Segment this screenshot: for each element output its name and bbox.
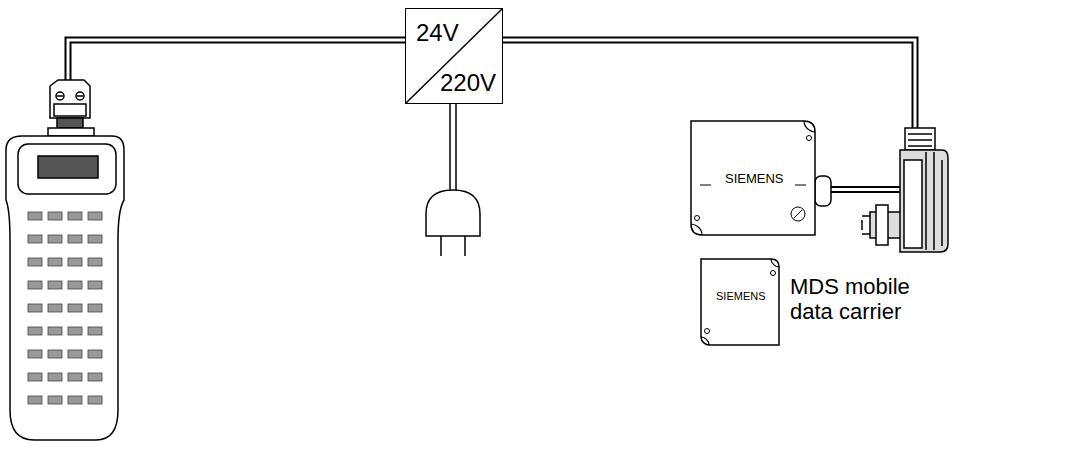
key: [68, 327, 82, 335]
key: [68, 258, 82, 266]
key: [68, 373, 82, 381]
key: [68, 235, 82, 243]
key: [28, 212, 42, 220]
key: [68, 212, 82, 220]
mobile-data-carrier: SIEMENSMDS mobile data carrier: [700, 258, 780, 346]
key: [48, 304, 62, 312]
plug-connector: [815, 128, 948, 252]
key: [28, 235, 42, 243]
key: [88, 281, 102, 289]
key: [48, 396, 62, 404]
key: [48, 350, 62, 358]
handheld-terminal: [6, 136, 124, 440]
key: [68, 281, 82, 289]
key: [48, 258, 62, 266]
key: [28, 350, 42, 358]
key: [88, 235, 102, 243]
power-supply-box: 24V 220V: [405, 8, 503, 104]
node-label: SIEMENS: [715, 290, 767, 303]
key: [48, 212, 62, 220]
key: [28, 258, 42, 266]
key: [68, 304, 82, 312]
key: [88, 373, 102, 381]
node-label: 220V: [440, 69, 496, 97]
key: [48, 373, 62, 381]
node-label: SIEMENS: [724, 172, 785, 187]
terminal-cable: [68, 40, 406, 82]
key: [88, 396, 102, 404]
dsub-connector: [48, 80, 94, 136]
node-label: 24V: [416, 19, 459, 47]
read-write-device: SIEMENS: [690, 120, 816, 236]
key: [28, 281, 42, 289]
key: [88, 258, 102, 266]
key: [48, 327, 62, 335]
key: [88, 350, 102, 358]
key: [48, 281, 62, 289]
mains-plug: [426, 104, 480, 256]
key: [68, 350, 82, 358]
node-label: MDS mobile data carrier: [790, 274, 940, 325]
key: [28, 373, 42, 381]
key: [28, 396, 42, 404]
key: [68, 396, 82, 404]
key: [28, 327, 42, 335]
key: [28, 304, 42, 312]
key: [88, 304, 102, 312]
key: [48, 235, 62, 243]
key: [88, 327, 102, 335]
key: [88, 212, 102, 220]
